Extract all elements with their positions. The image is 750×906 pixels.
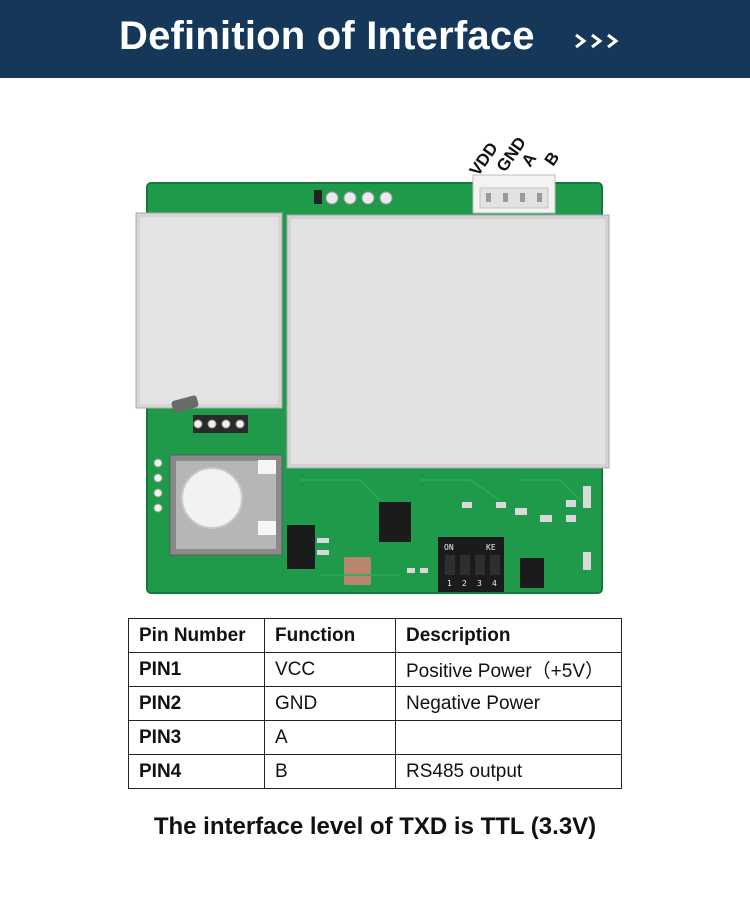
chip xyxy=(287,525,315,569)
chip xyxy=(379,502,411,542)
sensor-chip xyxy=(344,557,371,585)
column-header: Description xyxy=(395,618,622,653)
table-header-row: Pin Number Function Description xyxy=(128,618,622,653)
dip-number: 2 xyxy=(462,579,467,588)
column-header: Function xyxy=(264,618,396,653)
page-title: Definition of Interface xyxy=(119,14,535,58)
column-header: Pin Number xyxy=(128,618,265,653)
interface-level-note: The interface level of TXD is TTL (3.3V) xyxy=(153,813,597,840)
function-cell: A xyxy=(264,720,396,755)
dip-ke-label: KE xyxy=(486,543,496,552)
table-row: PIN2 GND Negative Power xyxy=(128,686,622,721)
function-cell: VCC xyxy=(264,652,396,687)
dip-on-label: ON xyxy=(444,543,454,552)
description-cell: Negative Power xyxy=(395,686,622,721)
description-cell xyxy=(395,720,622,755)
pin-cell: PIN3 xyxy=(128,720,265,755)
connector-label-b: B xyxy=(541,148,564,169)
dip-number: 3 xyxy=(477,579,482,588)
table-row: PIN3 A xyxy=(128,720,622,755)
pin-cell: PIN2 xyxy=(128,686,265,721)
triple-chevron-right-icon xyxy=(575,33,619,49)
dip-number: 4 xyxy=(492,579,497,588)
dip-number: 1 xyxy=(447,579,452,588)
pin-cell: PIN1 xyxy=(128,652,265,687)
description-cell: Positive Power（+5V） xyxy=(395,652,622,687)
header-banner: Definition of Interface xyxy=(0,0,750,78)
pin-cell: PIN4 xyxy=(128,754,265,789)
function-cell: B xyxy=(264,754,396,789)
description-cell: RS485 output xyxy=(395,754,622,789)
table-row: PIN4 B RS485 output xyxy=(128,754,622,789)
table-row: PIN1 VCC Positive Power（+5V） xyxy=(128,652,622,687)
pin-definition-table: Pin Number Function Description PIN1 VCC… xyxy=(128,618,622,789)
sensor-board-image: VDD GND A B xyxy=(0,120,750,610)
function-cell: GND xyxy=(264,686,396,721)
